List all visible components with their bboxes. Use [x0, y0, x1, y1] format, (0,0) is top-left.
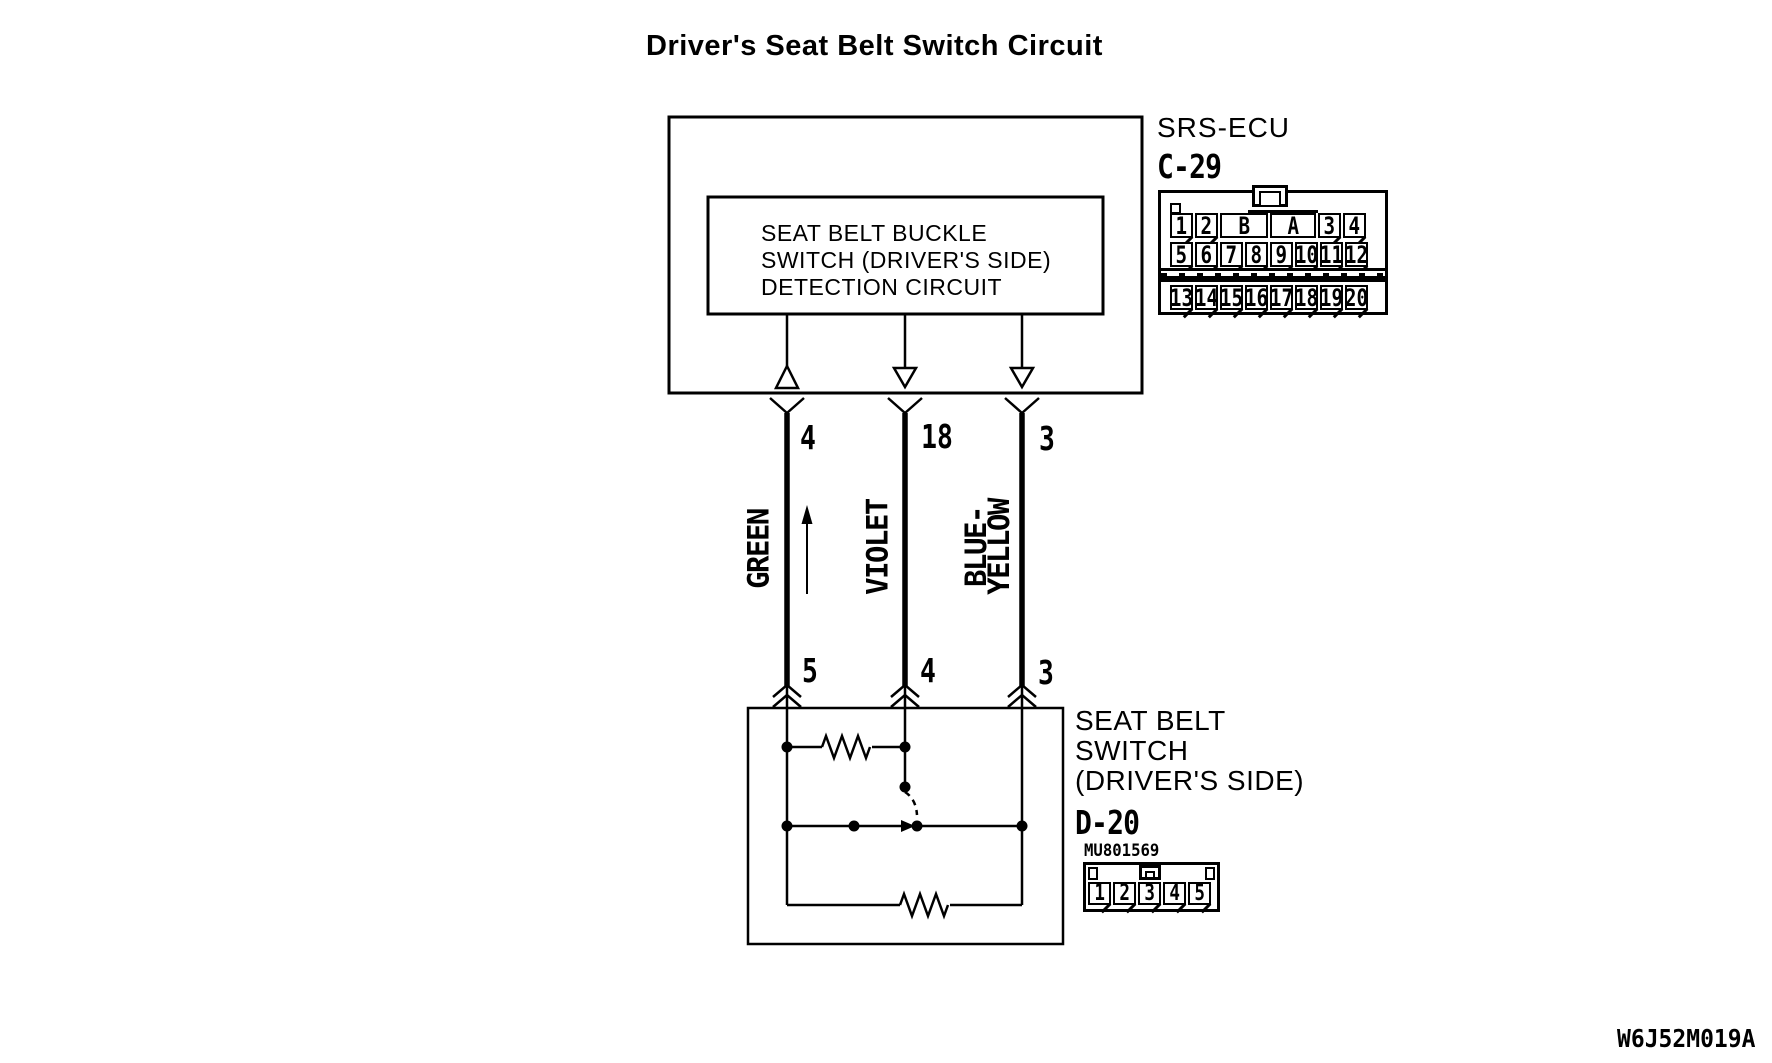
d20-pin-row: 1 2 3 4 5: [1088, 881, 1211, 906]
pin-cell: 14: [1194, 283, 1219, 312]
connector-part-code: MU801569: [1084, 841, 1160, 861]
connector-latch-icon: [1252, 185, 1288, 207]
pin-cell: 17: [1269, 283, 1294, 312]
pin-cell: 1: [1170, 212, 1193, 240]
resistor-top: [820, 732, 872, 762]
connector-lock-bar: [1161, 268, 1385, 282]
pin-cell: 5: [1170, 241, 1193, 269]
d20-connector-id: D-20: [1075, 803, 1140, 842]
terminal-number-switch-violet: 4: [920, 651, 936, 690]
detection-label-line1: SEAT BELT BUCKLE: [761, 220, 988, 246]
detection-label-line3: DETECTION CIRCUIT: [761, 274, 1003, 300]
pin-cell: 2: [1113, 881, 1136, 906]
pin-cell: 5: [1188, 881, 1211, 906]
c29-connector-id: C-29: [1157, 147, 1222, 186]
signal-in-triangle-icon: [773, 363, 801, 390]
detection-label-line2: SWITCH (DRIVER'S SIDE): [761, 247, 1052, 273]
resistor-bottom: [898, 890, 950, 920]
figure-code: W6J52M019A: [1617, 1024, 1756, 1053]
c29-pin-row3: 13 14 15 16 17 18 19 20: [1169, 283, 1369, 312]
signal-out-triangle-icon: [891, 366, 919, 390]
terminal-number-ecu-green: 4: [800, 418, 816, 457]
switch-internal-circuit: [785, 686, 1024, 920]
c29-pin-row1: 1 2 B A 3 4: [1170, 212, 1366, 240]
flow-direction-arrow-icon: [801, 505, 813, 594]
switch-label-line2: SWITCH: [1075, 735, 1189, 766]
c29-connector-diagram: 1 2 B A 3 4 5 6 7 8 9 10 11 12 13 14 15 …: [1158, 185, 1388, 315]
pin-cell: 4: [1343, 212, 1366, 240]
junction-dots: [781, 741, 1028, 832]
pin-cell-a: A: [1270, 212, 1316, 240]
switch-travel-arc: [904, 790, 919, 816]
c29-pin-row2: 5 6 7 8 9 10 11 12: [1170, 240, 1369, 269]
switch-label-line3: (DRIVER'S SIDE): [1075, 765, 1305, 796]
ecu-internal-leads: [785, 314, 1024, 367]
pin-cell: 4: [1163, 881, 1186, 906]
pin-cell: 1: [1088, 881, 1111, 906]
pin-cell: 7: [1220, 241, 1243, 269]
d20-connector-diagram: 1 2 3 4 5: [1083, 862, 1220, 912]
latch-base-line: [1248, 210, 1318, 213]
detection-circuit-label: SEAT BELT BUCKLE SWITCH (DRIVER'S SIDE) …: [761, 220, 1051, 301]
pin-cell-b: B: [1220, 212, 1268, 240]
srs-ecu-box: [667, 115, 1144, 395]
harness-wires: [784, 413, 1025, 686]
pin-cell: 11: [1319, 240, 1344, 269]
connector-notch: [1088, 867, 1098, 880]
wire-color-blue-yellow: BLUE- YELLOW: [959, 499, 1016, 595]
pin-cell: 10: [1294, 240, 1319, 269]
wire-color-green: GREEN: [741, 509, 776, 589]
terminal-number-ecu-blueyellow: 3: [1039, 419, 1055, 458]
wire-color-violet: VIOLET: [860, 499, 895, 595]
pin-cell: 13: [1169, 283, 1194, 312]
terminal-number-switch-green: 5: [802, 651, 818, 690]
pin-cell: 2: [1195, 212, 1218, 240]
pin-cell: 15: [1219, 283, 1244, 312]
switch-label: SEAT BELT SWITCH (DRIVER'S SIDE): [1075, 706, 1304, 796]
pin-cell: 18: [1294, 283, 1319, 312]
wire-color-blue-yellow-line2: YELLOW: [982, 499, 1016, 595]
pin-cell: 8: [1245, 241, 1268, 269]
ecu-name-label: SRS-ECU: [1157, 112, 1291, 143]
signal-out-triangle-icon: [1008, 366, 1036, 390]
pin-cell: 6: [1195, 241, 1218, 269]
switch-label-line1: SEAT BELT: [1075, 705, 1226, 736]
pin-cell: 3: [1138, 881, 1161, 906]
pin-cell: 20: [1344, 283, 1369, 312]
switch-contact-arrow-icon: [901, 820, 915, 832]
page-title: Driver's Seat Belt Switch Circuit: [646, 30, 1103, 62]
connector-notch: [1205, 867, 1215, 880]
connector-latch-icon: [1139, 865, 1161, 880]
pin-cell: 16: [1244, 283, 1269, 312]
pin-cell: 3: [1318, 212, 1341, 240]
pin-cell: 9: [1270, 241, 1293, 269]
pin-cell: 19: [1319, 283, 1344, 312]
c29-junction-chevrons: [769, 397, 1040, 415]
terminal-number-ecu-violet: 18: [921, 417, 953, 456]
pin-cell: 12: [1344, 240, 1369, 269]
terminal-number-switch-blueyellow: 3: [1038, 653, 1054, 692]
